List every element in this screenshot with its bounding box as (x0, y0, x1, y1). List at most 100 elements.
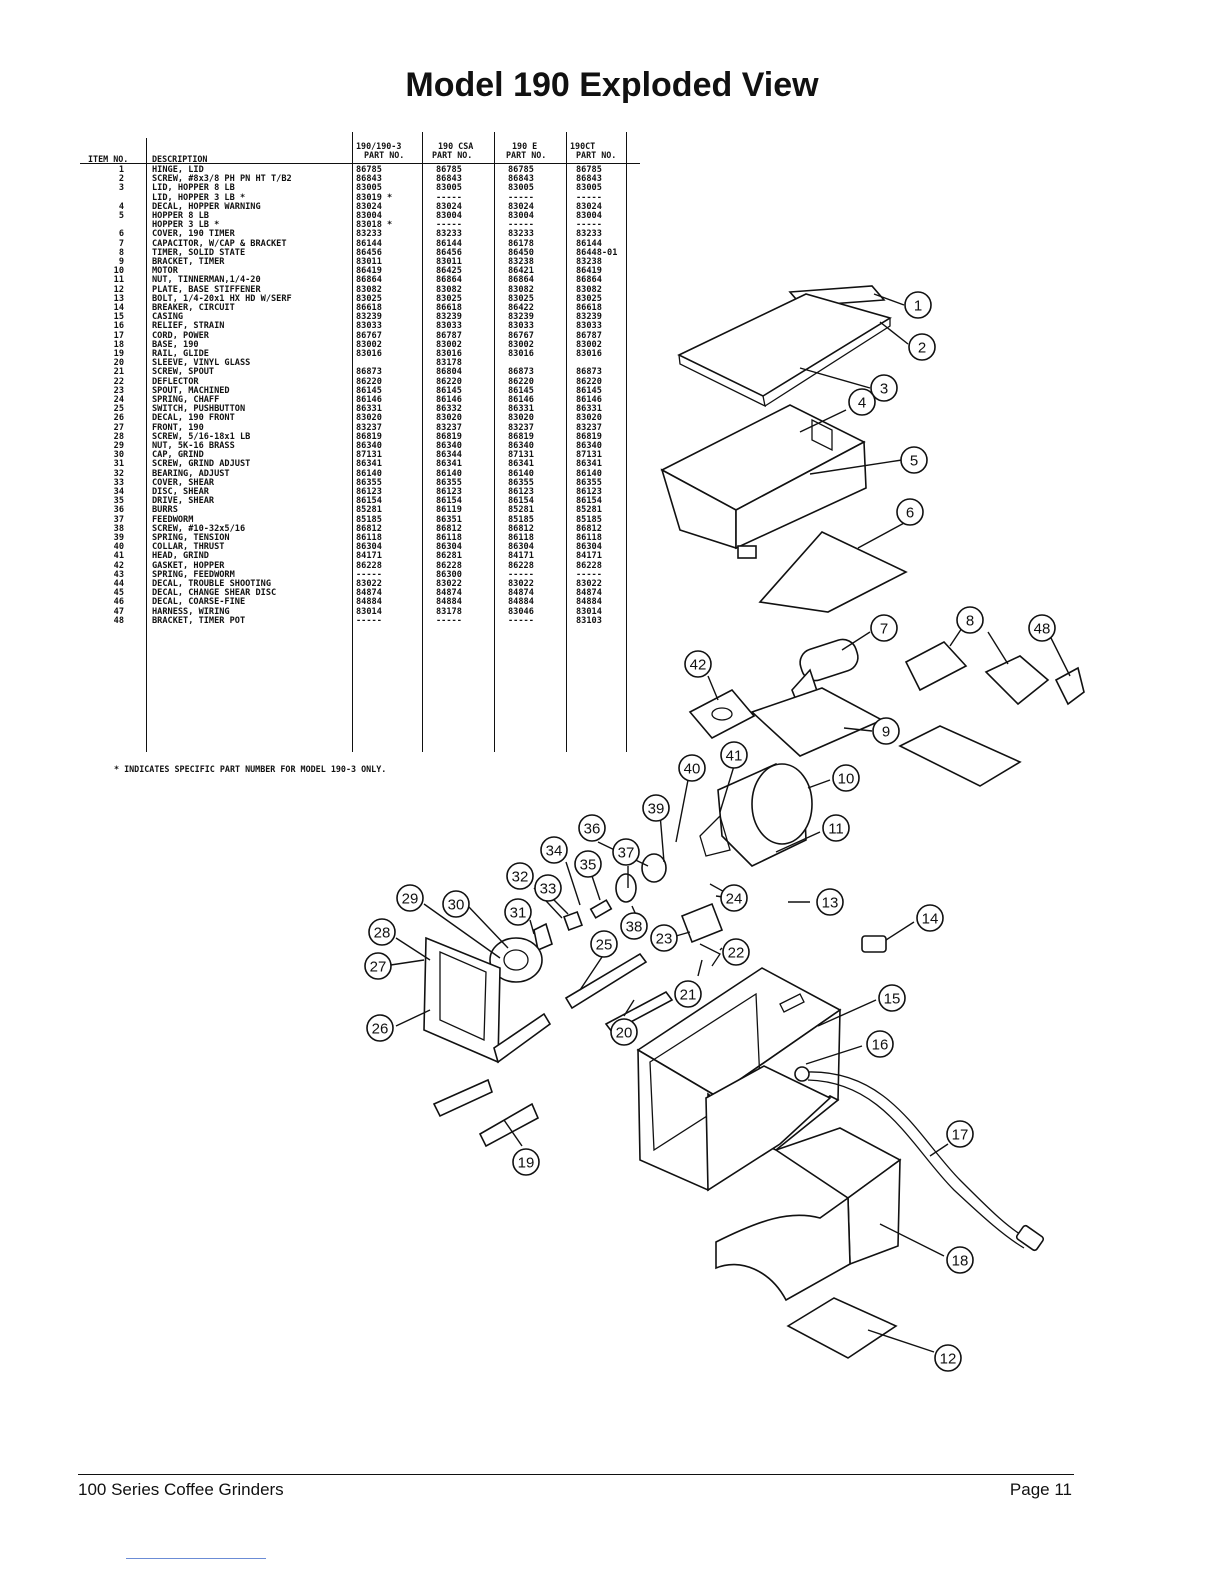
callout-label: 20 (616, 1025, 633, 1042)
cell-desc: SLEEVE, VINYL GLASS (152, 358, 251, 369)
cell-p2: 86355 (436, 477, 462, 488)
cell-desc: NUT, TINNERMAN,1/4-20 (152, 275, 261, 286)
callout-label: 38 (626, 919, 643, 936)
cell-desc: NUT, 5K-16 BRASS (152, 441, 235, 451)
part-base (715, 1127, 902, 1302)
cell-p3: 83238 (508, 257, 534, 267)
cell-desc: MOTOR (152, 266, 178, 277)
cell-p2: ----- (436, 220, 462, 231)
cell-p2: 86425 (436, 266, 462, 277)
callout-29: 29 (396, 884, 424, 912)
cell-p2: 83025 (436, 293, 462, 304)
part-bracket-timer-pot (1054, 666, 1085, 706)
callout-circle (816, 888, 844, 916)
column-divider (494, 132, 495, 752)
cell-p1: 86456 (356, 247, 382, 258)
cell-p4: 86873 (576, 367, 602, 378)
cell-p2: 86785 (436, 165, 462, 175)
callout-circle (822, 814, 850, 842)
callout-11: 11 (822, 814, 850, 842)
callout-circle (610, 1018, 638, 1046)
cell-p3: 83082 (508, 284, 534, 295)
cell-p1: 86123 (356, 487, 382, 497)
cell-desc: BOLT, 1/4-20x1 HX HD W/SERF (152, 293, 292, 304)
cell-no: 24 (113, 395, 124, 405)
callout-27: 27 (364, 952, 392, 980)
callout-14: 14 (916, 904, 944, 932)
cell-desc: RAIL, GLIDE (152, 349, 209, 359)
cell-no: 37 (113, 514, 124, 525)
cell-p4: 85185 (576, 514, 602, 525)
cell-p3: 83002 (508, 339, 534, 350)
cell-no: 14 (113, 303, 124, 313)
callout-7: 7 (870, 614, 898, 642)
cell-p3: 83004 (508, 211, 534, 221)
cell-p1: 83082 (356, 284, 382, 295)
cell-p1: 83020 (356, 413, 382, 424)
cell-p1: 86118 (356, 533, 382, 543)
callout-circle (364, 952, 392, 980)
cell-desc: SCREW, #10-32x5/16 (152, 523, 246, 534)
cell-p2: 86340 (436, 441, 462, 451)
cell-p1: 86767 (356, 330, 382, 341)
cell-desc: SWITCH, PUSHBUTTON (152, 404, 246, 415)
cell-p1: 86140 (356, 468, 382, 479)
cell-desc: DECAL, HOPPER WARNING (152, 201, 261, 212)
callout-circle (368, 918, 396, 946)
cell-p3: 84171 (508, 551, 534, 562)
cell-no: 26 (113, 413, 124, 424)
cell-p1: 86864 (356, 275, 382, 286)
cell-p3: 86864 (508, 275, 534, 286)
cell-no: 42 (113, 560, 124, 571)
cell-no: 38 (113, 523, 124, 534)
cell-p4: 84884 (576, 597, 602, 608)
cell-p4: 84874 (576, 588, 602, 599)
cell-no: 10 (113, 266, 124, 277)
cell-p1: 86355 (356, 477, 382, 488)
callout-34: 34 (540, 836, 568, 864)
cell-desc: DISC, SHEAR (152, 487, 209, 497)
cell-p4: 86154 (576, 496, 602, 507)
cell-p3: 83237 (508, 422, 534, 433)
cell-desc: CASING (152, 312, 184, 323)
cell-desc: BRACKET, TIMER (152, 257, 225, 267)
cell-desc: BREAKER, CIRCUIT (152, 303, 235, 313)
callout-17: 17 (946, 1120, 974, 1148)
cell-p4: 86144 (576, 238, 602, 249)
cell-p2: 86140 (436, 468, 462, 479)
cell-p1: 83022 (356, 579, 382, 589)
cell-no: 9 (118, 257, 124, 267)
cell-p1: 86146 (356, 395, 382, 405)
cell-desc: COVER, SHEAR (152, 477, 215, 488)
cell-p4: 83233 (576, 229, 602, 240)
part-hopper (660, 404, 867, 559)
callout-9: 9 (872, 717, 900, 745)
cell-p3: 83033 (508, 321, 534, 332)
cell-p3: 86767 (508, 330, 534, 341)
callout-label: 28 (374, 925, 391, 942)
cell-p4: 86331 (576, 404, 602, 415)
cell-p4: 86787 (576, 330, 602, 341)
callout-label: 39 (648, 801, 665, 818)
cell-p2: 86123 (436, 487, 462, 497)
cell-p1: 86154 (356, 496, 382, 507)
callout-6: 6 (896, 498, 924, 526)
cell-desc: SPRING, CHAFF (152, 395, 220, 405)
cell-p2: 83011 (436, 257, 462, 267)
cell-desc: SPRING, FEEDWORM (152, 569, 235, 580)
cell-p4: 83020 (576, 413, 602, 424)
cell-p2: 83024 (436, 201, 462, 212)
cell-no: 44 (113, 579, 124, 589)
cell-p4: 83002 (576, 339, 602, 350)
cell-no: 12 (113, 284, 124, 295)
cell-p3: 86355 (508, 477, 534, 488)
callout-label: 6 (906, 505, 914, 522)
callout-21: 21 (674, 980, 702, 1008)
